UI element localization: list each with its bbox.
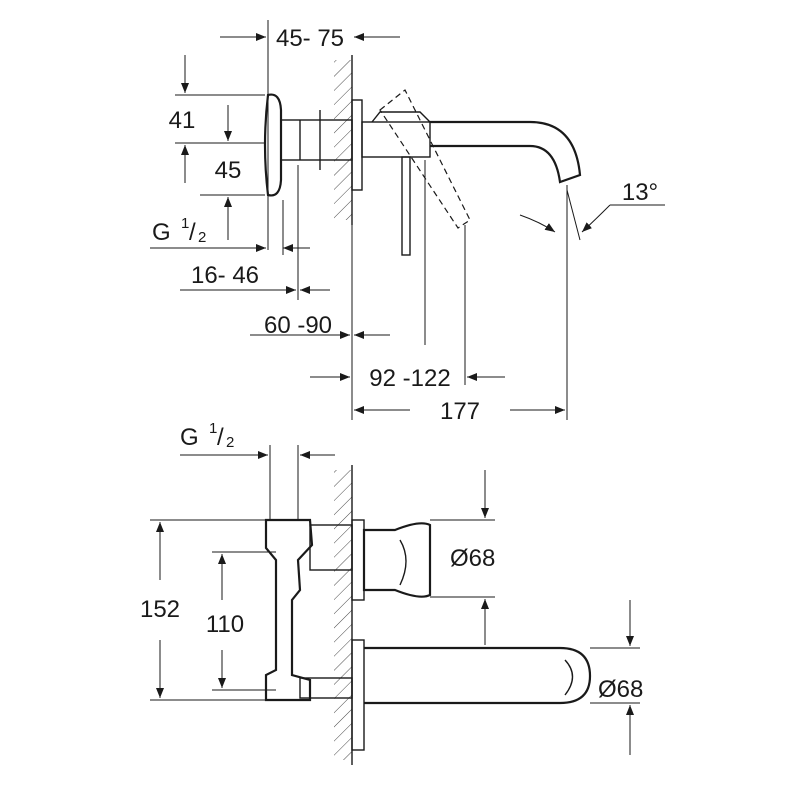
spout-rosette <box>351 639 365 751</box>
wall-hatch <box>334 60 352 220</box>
spout <box>430 120 582 184</box>
dim-handle-dia-68: Ø68 <box>450 545 495 572</box>
dim-110: 110 <box>206 611 244 638</box>
bottom-view: G 1 / 2 152 110 Ø68 Ø68 <box>140 420 643 765</box>
control-knob <box>263 93 283 197</box>
dim-45-75: 45- 75 <box>276 25 344 52</box>
handle-rosette <box>351 519 365 601</box>
svg-text:/: / <box>189 219 196 246</box>
rosette <box>351 99 363 191</box>
dim-41: 41 <box>169 107 196 134</box>
svg-text:G: G <box>152 219 171 246</box>
top-view: 45- 75 41 45 G 1 / 2 16- 46 60 -90 92 -1… <box>150 20 665 425</box>
svg-text:1: 1 <box>181 215 189 232</box>
dim-45: 45 <box>215 157 242 184</box>
handle <box>362 522 432 598</box>
lever-alt-position <box>379 89 471 229</box>
dim-177: 177 <box>440 398 480 425</box>
svg-text:1: 1 <box>209 420 217 437</box>
dim-60-90: 60 -90 <box>264 312 332 339</box>
svg-text:2: 2 <box>226 434 234 451</box>
spout-bottom <box>364 646 592 705</box>
dim-angle-13: 13° <box>622 179 658 206</box>
concealed-valve-body <box>264 518 314 702</box>
lever <box>401 156 411 256</box>
svg-text:G: G <box>180 424 199 451</box>
thread-label-top: G 1 / 2 <box>152 215 206 246</box>
svg-text:/: / <box>217 424 224 451</box>
dim-spout-dia-68: Ø68 <box>598 676 643 703</box>
wall-hatch-bottom <box>334 470 352 760</box>
dim-152: 152 <box>140 596 180 623</box>
dim-92-122: 92 -122 <box>369 365 450 392</box>
svg-text:2: 2 <box>198 229 206 246</box>
dim-16-46: 16- 46 <box>191 262 259 289</box>
thread-label-bottom: G 1 / 2 <box>180 420 234 451</box>
